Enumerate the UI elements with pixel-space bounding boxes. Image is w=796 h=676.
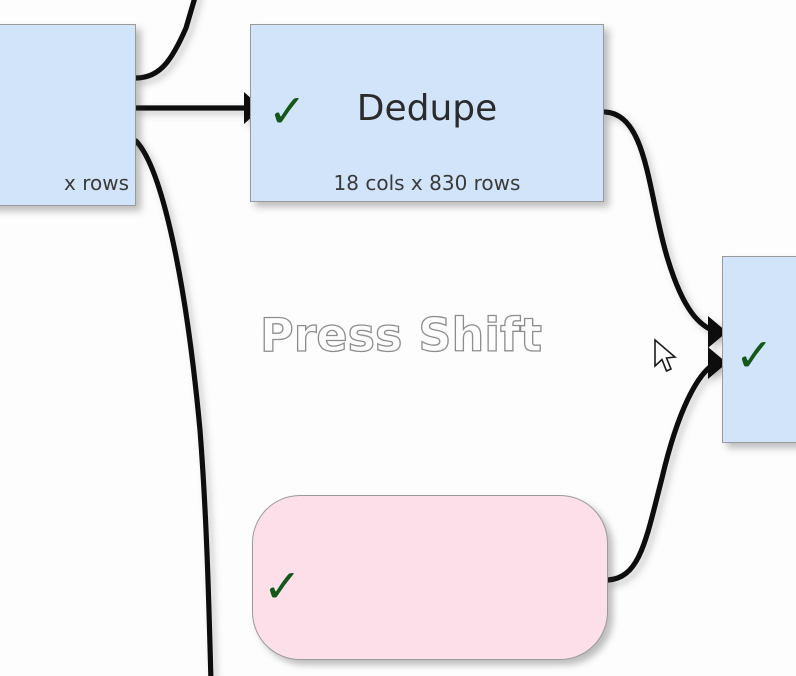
edge-dedupe-to-right[interactable] xyxy=(602,109,719,335)
check-icon-dedupe: ✓ xyxy=(268,84,307,138)
check-icon-right-partial: ✓ xyxy=(735,328,774,382)
node-left-partial[interactable]: x rows xyxy=(0,24,136,206)
node-dedupe[interactable]: Dedupe 18 cols x 830 rows xyxy=(250,24,604,202)
edge-left-to-offscreen-bottom[interactable] xyxy=(133,138,214,676)
node-dedupe-subtitle: 18 cols x 830 rows xyxy=(333,171,521,195)
node-dedupe-title: Dedupe xyxy=(356,88,498,129)
node-left-partial-subtitle: x rows xyxy=(64,171,129,195)
mouse-cursor-arrow-icon xyxy=(654,338,677,373)
edge-left-to-offscreen-top[interactable] xyxy=(133,0,197,81)
node-tax-rates-csv[interactable]: tax-rates.csv 11 cols x 70 rows xyxy=(252,495,608,660)
node-right-partial[interactable]: 1 xyxy=(722,256,796,443)
edge-tax-rates-to-right[interactable] xyxy=(605,360,719,583)
arrowhead-tax-rates-to-right xyxy=(708,347,727,379)
check-icon-tax-rates: ✓ xyxy=(263,559,302,613)
arrowhead-dedupe-to-right xyxy=(708,316,727,348)
